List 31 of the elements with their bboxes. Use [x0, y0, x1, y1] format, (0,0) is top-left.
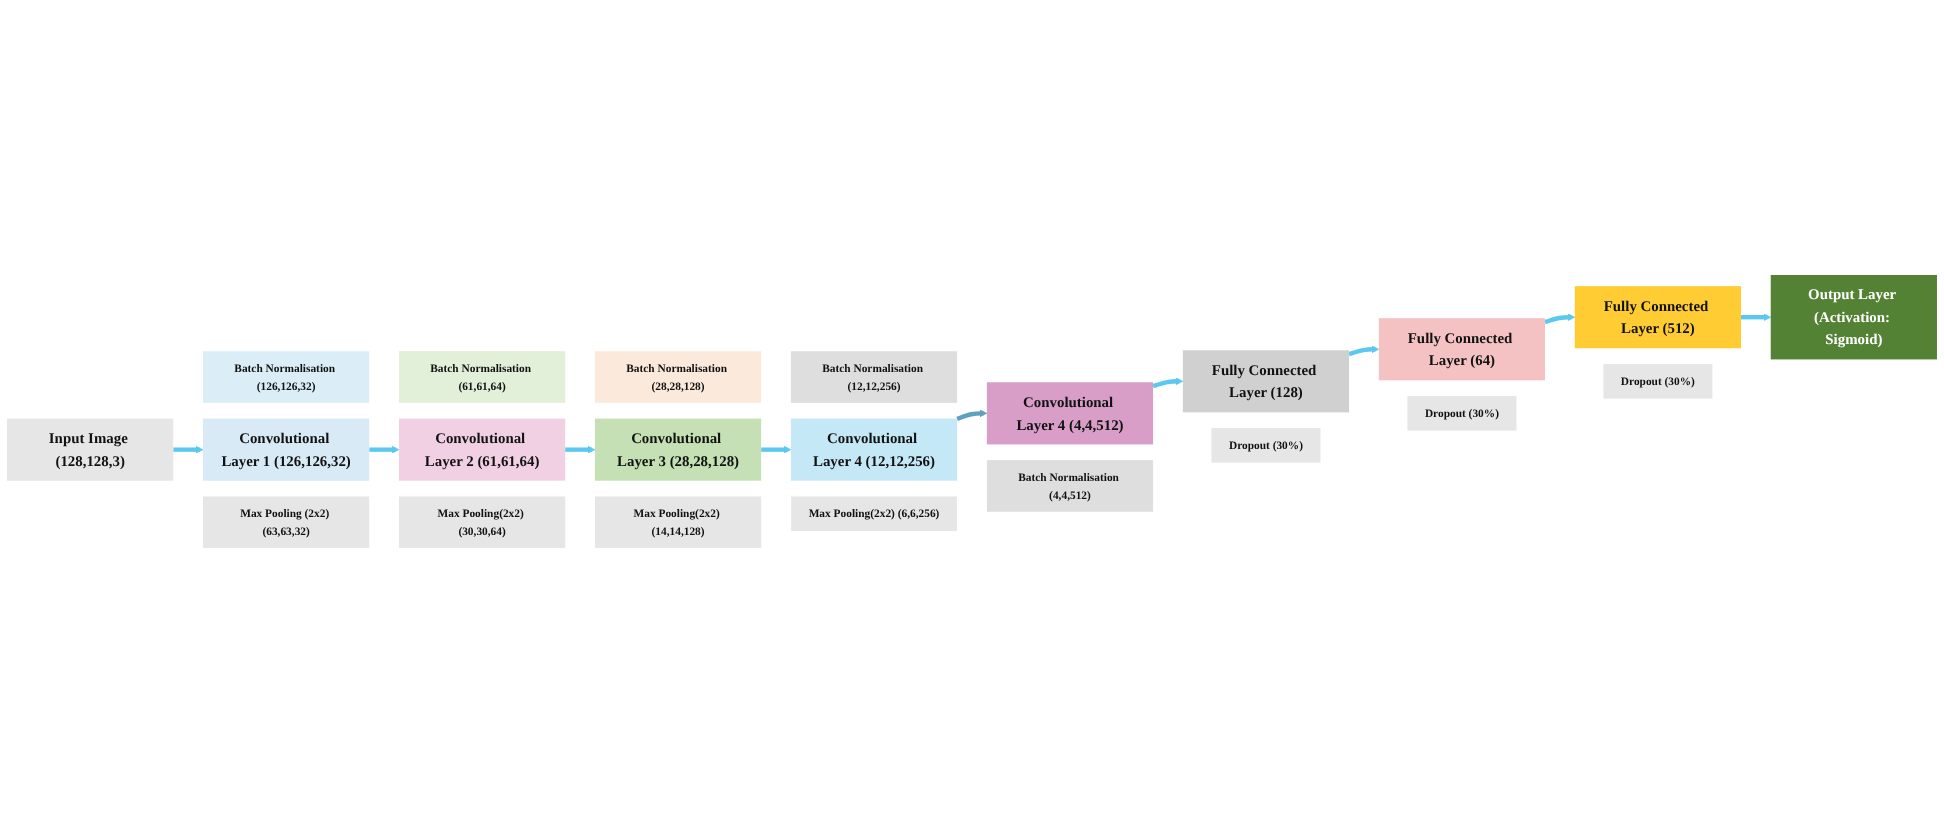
node-box	[398, 418, 566, 481]
arrow	[1348, 344, 1380, 356]
node-box	[986, 381, 1154, 444]
node-box	[203, 350, 370, 403]
arrow	[173, 445, 204, 453]
node-box	[1603, 363, 1713, 399]
node-box	[790, 350, 958, 403]
arrow	[565, 445, 596, 453]
node-box	[203, 418, 370, 481]
node-box	[1407, 395, 1517, 431]
node-box	[594, 418, 762, 481]
arrow	[369, 445, 400, 453]
node-box	[1378, 317, 1546, 380]
node-box	[1574, 285, 1741, 348]
arrow	[1741, 312, 1772, 321]
arrow	[1152, 376, 1184, 388]
node-box	[986, 459, 1154, 512]
node-box	[790, 418, 958, 481]
node-box	[594, 350, 762, 403]
node-box	[1211, 427, 1321, 463]
node-box	[398, 495, 566, 548]
node-box	[1770, 274, 1937, 359]
node-box	[1182, 349, 1350, 412]
node-box	[594, 495, 762, 548]
arrow	[1544, 312, 1576, 324]
arrow	[956, 408, 988, 421]
node-box	[7, 418, 174, 481]
node-box	[398, 350, 566, 403]
arrow	[761, 445, 792, 453]
node-box	[791, 495, 957, 531]
node-box	[203, 495, 370, 548]
